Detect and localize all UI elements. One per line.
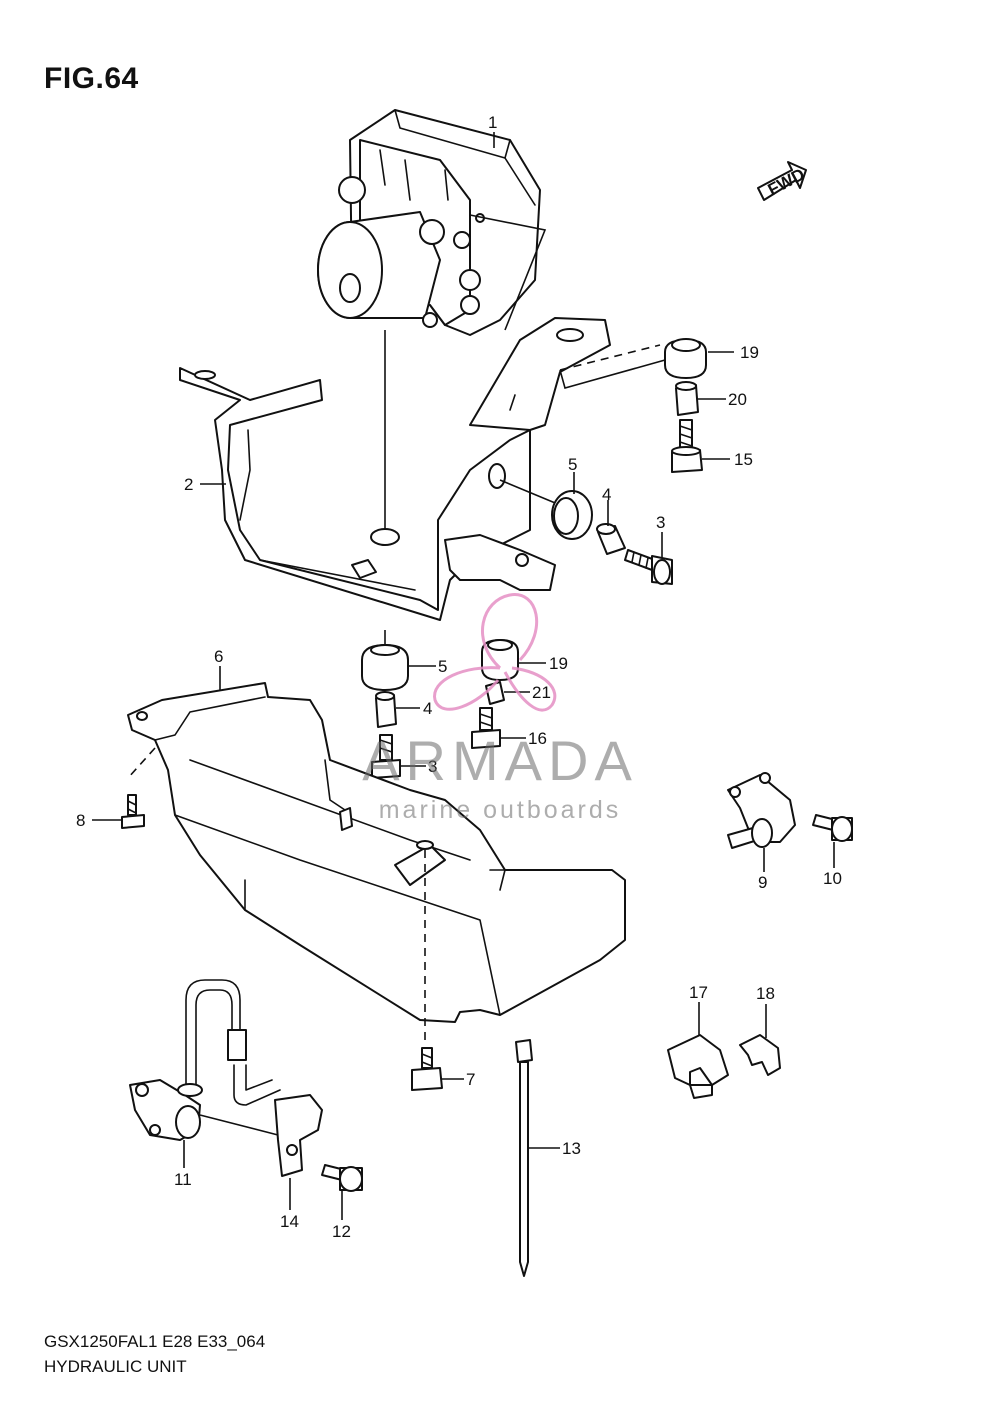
bolt-part-16[interactable] [471,707,501,749]
hydraulic-unit-part-1[interactable] [317,109,541,336]
bolt-part-15[interactable] [671,419,703,473]
callout-5-upper: 5 [568,455,577,474]
cable-tie-part-13[interactable] [515,1039,533,1277]
callout-20: 20 [728,390,747,409]
assembly-line-grommet [499,479,561,506]
callout-4-lower: 4 [423,699,432,718]
propeller-logo-icon [433,593,557,712]
callout-8: 8 [76,811,85,830]
clamp-part-18[interactable] [739,1034,781,1076]
callout-7: 7 [466,1070,475,1089]
callout-19-upper: 19 [740,343,759,362]
callout-14: 14 [280,1212,299,1231]
clamp-part-17[interactable] [667,1034,729,1099]
callout-5-lower: 5 [438,657,447,676]
grommet-part-19-lower[interactable] [481,639,519,681]
bolt-part-10[interactable] [812,814,853,842]
callout-21: 21 [532,683,551,702]
assembly-line-bracket14 [199,1114,279,1136]
sensor-part-11[interactable] [129,979,281,1141]
callout-12: 12 [332,1222,351,1241]
cover-part-6[interactable] [127,682,626,1023]
callout-1: 1 [488,113,497,132]
sensor-part-9[interactable] [727,772,796,849]
callout-17: 17 [689,983,708,1002]
bracket-part-14[interactable] [274,1094,323,1177]
grommet-part-5-lower[interactable] [361,644,409,691]
grommet-part-5-upper[interactable] [551,490,593,540]
bracket-part-2[interactable] [179,317,611,621]
fwd-arrow-icon: FWD [757,161,808,201]
callout-18: 18 [756,984,775,1003]
collar-part-4-upper[interactable] [596,523,626,555]
callout-labels: 1 2 3 3 4 4 5 5 6 7 8 9 10 11 12 13 14 1… [76,113,842,1241]
callout-16: 16 [528,729,547,748]
callout-10: 10 [823,869,842,888]
callout-11: 11 [174,1170,192,1189]
callout-9: 9 [758,873,767,892]
callout-3-lower: 3 [428,757,437,776]
figure-title: FIG.64 [44,62,139,95]
callout-19-lower: 19 [549,654,568,673]
callout-15: 15 [734,450,753,469]
watermark-name: ARMADA [362,729,638,792]
assembly-line-rear [559,344,661,371]
callout-2: 2 [184,475,193,494]
assembly-line-cover-left [127,747,156,779]
fwd-arrow-label: FWD [765,165,808,200]
collar-part-20[interactable] [675,381,699,416]
assembly-line-bracket-top [469,214,547,331]
watermark-tagline: marine outboards [378,796,622,824]
screw-part-8[interactable] [121,794,145,829]
bolt-part-12[interactable] [321,1164,363,1192]
screw-part-7[interactable] [411,1047,443,1091]
callout-13: 13 [562,1139,581,1158]
model-code: GSX1250FAL1 E28 E33_064 [44,1332,266,1351]
callout-leaders [92,132,835,1220]
callout-6: 6 [214,647,223,666]
bolt-part-3-upper[interactable] [624,549,673,585]
grommet-part-19-upper[interactable] [664,338,707,379]
bolt-part-3-lower[interactable] [371,734,401,779]
callout-4-upper: 4 [602,485,611,504]
callout-3-upper: 3 [656,513,665,532]
assembly-name: HYDRAULIC UNIT [44,1357,187,1376]
collar-part-4-lower[interactable] [375,691,397,728]
